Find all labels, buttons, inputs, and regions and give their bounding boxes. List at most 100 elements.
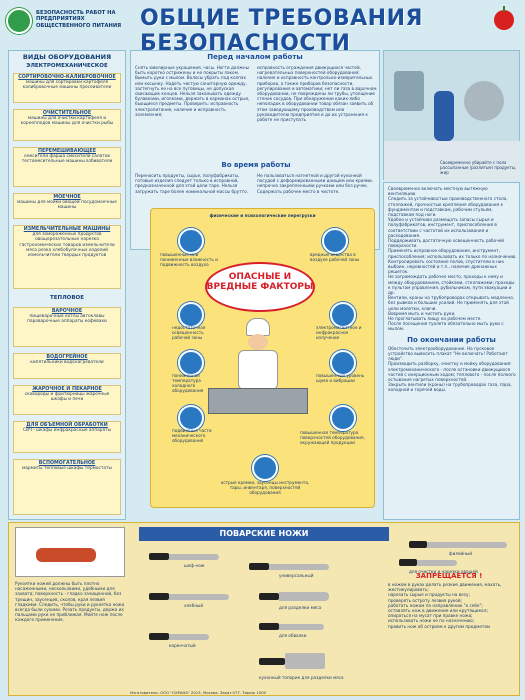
equipment-box-title: ВОДОГРЕЙНОЕ [46,355,88,360]
apple-icon [494,6,514,30]
equipment-box-text: пищеварочные котлы автоклавы пароварочны… [27,314,107,325]
toxic-icon [322,228,348,254]
rule-item: Обесточить электрооборудование. На пуско… [388,345,508,362]
diagram-top-label: физические и психологические перегрузки [209,213,316,218]
hazard-label: повышенные или пониженные влажность и по… [160,252,218,267]
knife-blade [417,560,457,566]
header: БЕЗОПАСНОСТЬ РАБОТ НА ПРЕДПРИЯТИЯХ ОБЩЕС… [0,0,525,56]
equipment-types-panel: ВИДЫ ОБОРУДОВАНИЯ ЭЛЕКТРОМЕХАНИЧЕСКОЕ СО… [8,50,126,520]
knife-blade [279,624,324,630]
knife-label: универсальный [279,573,314,578]
radiation-icon [330,302,356,328]
rule-item: Закрыть вентили (краны) на трубопроводах… [388,382,512,393]
humidity-icon [178,228,204,254]
hazard-label: электромагнитное и инфракрасное излучени… [316,325,362,340]
after-rules-list: Обесточить электрооборудование. На пуско… [386,346,517,393]
warning-item: работать ножом по направлению "к себе"; [388,602,483,608]
knife-rules-text: Рукоятки ножей должны быть плотно насаже… [15,581,125,623]
during-rules-list: Своевременно включать местную вытяжную в… [386,186,517,332]
warning-item: нарезать сырые и продукты на весу; [388,592,470,598]
equipment-box-text: машины для мойки овощей посудомоечные ма… [17,200,117,211]
knife-label: для обвалки [279,633,307,638]
during-work-title: Во время работы [221,161,291,169]
cold-icon [178,350,204,376]
hazard-label: повышенная температура поверхностей обор… [300,430,365,445]
hazard-label: пониженная температура холодного оборудо… [172,373,204,393]
rule-item: Применять исправное оборудование, инстру… [388,248,517,259]
rule-item: Своевременно включать местную вытяжную в… [388,186,488,197]
knife-label: шеф-нож [184,563,205,568]
hazard-label: повышенный уровень шума и вибрации [316,373,365,383]
knife-blade [285,653,325,669]
warnings-list: в ножом в руках делать резкие движения, … [386,582,516,629]
knives-title: ПОВАРСКИЕ НОЖИ [139,527,389,541]
equipment-box-text: машины для очистки картофеля и корнеплод… [20,116,114,127]
chef-illustration [208,318,308,414]
equipment-box-title: ВСПОМОГАТЕЛЬНОЕ [38,461,96,466]
knife-label: хлебный [184,603,204,608]
knife-label: коренчатый [169,643,196,648]
equipment-box-title: ОЧИСТИТЕЛЬНОЕ [42,111,92,116]
knife-blade [169,634,209,640]
equipment-heading: ВИДЫ ОБОРУДОВАНИЯ [22,53,112,61]
org-text: БЕЗОПАСНОСТЬ РАБОТ НА ПРЕДПРИЯТИЯХ ОБЩЕС… [36,10,122,29]
knife-blade [269,564,329,570]
warning-item: использовать ножи не по назначению; [388,618,475,624]
picture-caption: Своевременно убирайте с пола рассыпанные… [440,160,517,176]
before-work-title: Перед началом работы [207,53,303,61]
rule-item: Удобно и устойчиво размещать запасы сырь… [388,217,497,238]
equipment-box-title: ИЗМЕЛЬЧИТЕЛЬНЫЕ МАШИНЫ [23,227,111,232]
knife-handle [149,553,169,560]
logo-icon [6,8,32,34]
hazards-title-oval [205,262,315,312]
knife-handle [399,559,417,566]
knife-blade [279,592,329,601]
during-work-right-text: Не пользоваться нагнетной и другой кухон… [257,173,373,194]
equipment-box-text: мармиты тепловые шкафы термостаты [22,466,112,472]
equipment-box-title: ВАРОЧНОЕ [51,309,83,314]
equipment-box-text: кипятильники водонагреватели [30,360,104,366]
rule-item: Контролировать состояние полов, спустите… [388,258,505,275]
before-work-left-text: Снять ювелирные украшения, часы. Ногти д… [135,65,250,117]
hazard-label: подвижные части механического оборудован… [172,428,212,443]
warning-item: проверять остроту лезвия рукой; [388,597,463,603]
rule-item: Не загромождать рабочее место, проходы к… [388,274,515,296]
noise-icon [330,350,356,376]
knife-label: филейный [449,551,473,556]
hazard-label: вредные вещества в воздухе рабочей зоны [310,252,360,262]
hazard-label: острые кромки, заусенцы инструмента, тар… [220,480,310,495]
knife-handle [259,623,279,630]
heat-icon [330,405,356,431]
equipment-box-title: ЖАРОЧНОЕ И ПЕКАРНОЕ [32,387,102,392]
equipment-box-title: СОРТИРОВОЧНО-КАЛИБРОВОЧНОЕ [18,75,116,80]
knife-blade [169,554,219,560]
equipment-box-text: для замороженных продуктов овощерезатель… [19,232,115,259]
knife-label: для разделки мяса [279,605,322,610]
warning-title: ЗАПРЕЩАЕТСЯ ! [415,572,483,580]
kitchen-illustration [383,50,521,181]
rule-item: Поддерживать достаточную освещенность ра… [388,238,504,249]
knife-label: кухонный топорик для разделки мяса [259,675,344,680]
equipment-box-title: ДЛЯ ОБЪЕМНОЙ ОБРАБОТКИ [26,423,108,428]
knife-label: для очистки и нарезки овощей [409,569,478,574]
rule-item: Вентили, краны на трубопроводах открыват… [388,295,515,311]
thermal-subheading: ТЕПЛОВОЕ [50,295,84,301]
cutting-illustration [15,527,125,577]
warning-item: в ножом в руках делать резкие движения, … [388,582,502,593]
equipment-box-text: СВЧ - шкафы инфракрасные аппараты [22,428,112,434]
knife-handle [149,593,169,600]
rule-item: Производить разборку, очистку и мойку об… [388,361,516,382]
right-rules-panel: Своевременно включать местную вытяжную в… [383,182,520,520]
sharp-edge-icon [252,455,278,481]
equipment-box-text: смесители фарша смесители салатов тестом… [21,154,113,165]
equipment-box-text: машины для сортировки картофеля калибров… [22,80,112,91]
knife-handle [259,593,279,600]
rule-item: Вовремя мыть и чистить руки. [388,310,456,316]
